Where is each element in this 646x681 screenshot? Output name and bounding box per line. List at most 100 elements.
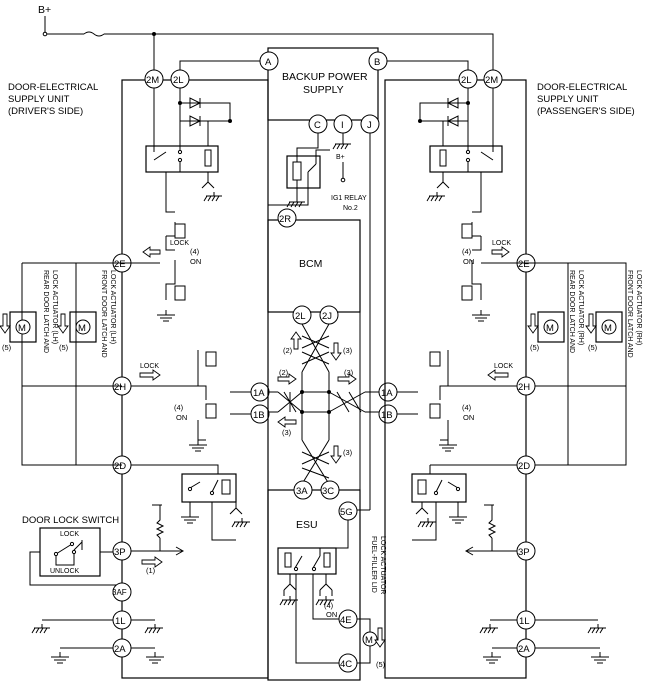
front-lh-label-1: FRONT DOOR LATCH AND: [100, 270, 107, 358]
pin-1a-left: 1A: [253, 388, 265, 399]
pin-3a: 3A: [296, 486, 308, 497]
esu-title: ESU: [296, 519, 318, 531]
pin-3p-left: 3P: [114, 547, 126, 558]
pin-3c: 3C: [322, 486, 334, 497]
pin-2e-left: 2E: [114, 259, 126, 270]
front-rh-label-2: LOCK ACTUATOR (RH): [635, 270, 642, 345]
rear-lh-m: M: [18, 323, 26, 334]
passenger-door-unit: DOOR-ELECTRICAL SUPPLY UNIT (PASSENGER'S…: [384, 69, 642, 679]
pin-4c: 4C: [340, 659, 352, 670]
pin-2l-right: 2L: [461, 75, 472, 86]
door-lock-switch-title: DOOR LOCK SWITCH: [22, 515, 119, 526]
rear-lh-label-1: REAR DOOR LATCH AND: [42, 270, 49, 353]
ig1-relay: B+ IG1 RELAY No.2: [267, 133, 367, 216]
annot-3b: (3): [344, 368, 354, 377]
front-rh-m: M: [604, 323, 612, 334]
bcm-title: BCM: [299, 258, 322, 270]
lock-label-r2: LOCK: [494, 363, 513, 370]
pin-1b-right: 1B: [381, 410, 393, 421]
pin-2d-right: 2D: [518, 461, 530, 472]
annot-4-r2: (4): [462, 403, 472, 412]
passenger-unit-title-2: SUPPLY UNIT: [537, 94, 599, 105]
annot-3a: (3): [343, 346, 353, 355]
on-l2: ON: [176, 413, 187, 422]
esu: 3A 3C 5G ESU 4E 4C (4) ON M (5) FUEL-FIL…: [267, 480, 386, 681]
pin-2r: 2R: [279, 214, 291, 225]
on-l1: ON: [190, 257, 201, 266]
backup-power-supply: A B BACKUP POWER SUPPLY C I J: [179, 47, 469, 150]
annot-5-frontlh: (5): [59, 343, 69, 352]
driver-unit-title-1: DOOR-ELECTRICAL: [8, 82, 98, 93]
pin-2m-left: 2M: [146, 75, 159, 86]
bplus-label: B+: [38, 4, 51, 16]
driver-unit-title-3: (DRIVER'S SIDE): [8, 106, 83, 117]
lock-label-l2: LOCK: [140, 363, 159, 370]
pin-2d-left: 2D: [114, 461, 126, 472]
annot-5-frontrh: (5): [588, 343, 598, 352]
driver-unit-title-2: SUPPLY UNIT: [8, 94, 70, 105]
front-lh-m: M: [78, 323, 86, 334]
annot-4-l2: (4): [174, 403, 184, 412]
driver-door-unit: DOOR-ELECTRICAL SUPPLY UNIT (DRIVER'S SI…: [0, 69, 269, 679]
pin-1a-right: 1A: [381, 388, 393, 399]
front-lh-motor: [75, 319, 91, 335]
on-r1: ON: [463, 257, 474, 266]
pin-4e: 4E: [340, 615, 352, 626]
fuel-lid-motor: [362, 631, 378, 647]
on-esu: ON: [326, 610, 337, 619]
bcm: 2R BCM 2L 2J: [267, 133, 371, 510]
pin-1l-right: 1L: [519, 616, 530, 627]
pin-2a-right: 2A: [518, 644, 530, 655]
battery-supply: B+: [38, 4, 494, 78]
pin-2h-left: 2H: [114, 382, 126, 393]
pin-c: C: [314, 120, 321, 131]
front-lh-label-2: LOCK ACTUATOR (LH): [109, 270, 116, 344]
rear-rh-motor: [543, 319, 559, 335]
lock-label-r1: LOCK: [492, 240, 511, 247]
pin-1b-left: 1B: [253, 410, 265, 421]
pin-2h-right: 2H: [518, 382, 530, 393]
switch-lock-label: LOCK: [60, 531, 79, 538]
pin-3af: 3AF: [112, 588, 127, 597]
backup-title-2: SUPPLY: [303, 84, 344, 96]
pin-i: I: [341, 120, 344, 131]
rear-rh-label-1: REAR DOOR LATCH AND: [568, 270, 575, 353]
rear-lh-motor: [15, 319, 31, 335]
annot-2a: (2): [283, 346, 293, 355]
backbone-wiring: [230, 120, 418, 490]
ig1-relay-label-2: No.2: [343, 205, 358, 212]
annot-2b: (2): [279, 368, 289, 377]
passenger-unit-title-3: (PASSENGER'S SIDE): [537, 106, 635, 117]
pin-2e-right: 2E: [518, 259, 530, 270]
can-bus: 1A 1B 1A 1B (2) (3) (2) (3) (3) (3): [250, 323, 398, 485]
front-rh-label-1: FRONT DOOR LATCH AND: [626, 270, 633, 358]
pin-b: B: [374, 57, 380, 68]
fuel-label-1: FUEL-FILLER LID: [370, 536, 377, 593]
annot-5-rearlh: (5): [2, 343, 12, 352]
front-rh-motor: [601, 319, 617, 335]
pin-2m-right: 2M: [485, 75, 498, 86]
pin-2l-left: 2L: [173, 75, 184, 86]
ig1-relay-label-1: IG1 RELAY: [331, 195, 367, 202]
backup-title-1: BACKUP POWER: [282, 71, 368, 83]
annot-4-esu: (4): [324, 601, 334, 610]
pin-3p-right: 3P: [518, 547, 530, 558]
pin-5g: 5G: [340, 507, 353, 518]
relay-bplus-label: B+: [336, 154, 345, 161]
fuel-motor-m: M: [365, 635, 373, 646]
pin-2l-bcm: 2L: [295, 311, 306, 322]
annot-3c: (3): [282, 428, 292, 437]
on-r2: ON: [463, 413, 474, 422]
annot-4-l1: (4): [190, 247, 200, 256]
rear-rh-m: M: [546, 323, 554, 334]
annot-3d: (3): [343, 448, 353, 457]
pin-a: A: [265, 57, 272, 68]
annot-4-r1: (4): [462, 247, 472, 256]
pin-2j: 2J: [322, 311, 332, 322]
fuse-symbol: [83, 31, 105, 37]
annot-5-rearrh: (5): [530, 343, 540, 352]
fuel-label-2: LOCK ACTUATOR: [379, 536, 386, 594]
switch-unlock-label: UNLOCK: [50, 568, 80, 575]
pin-2a-left: 2A: [114, 644, 126, 655]
